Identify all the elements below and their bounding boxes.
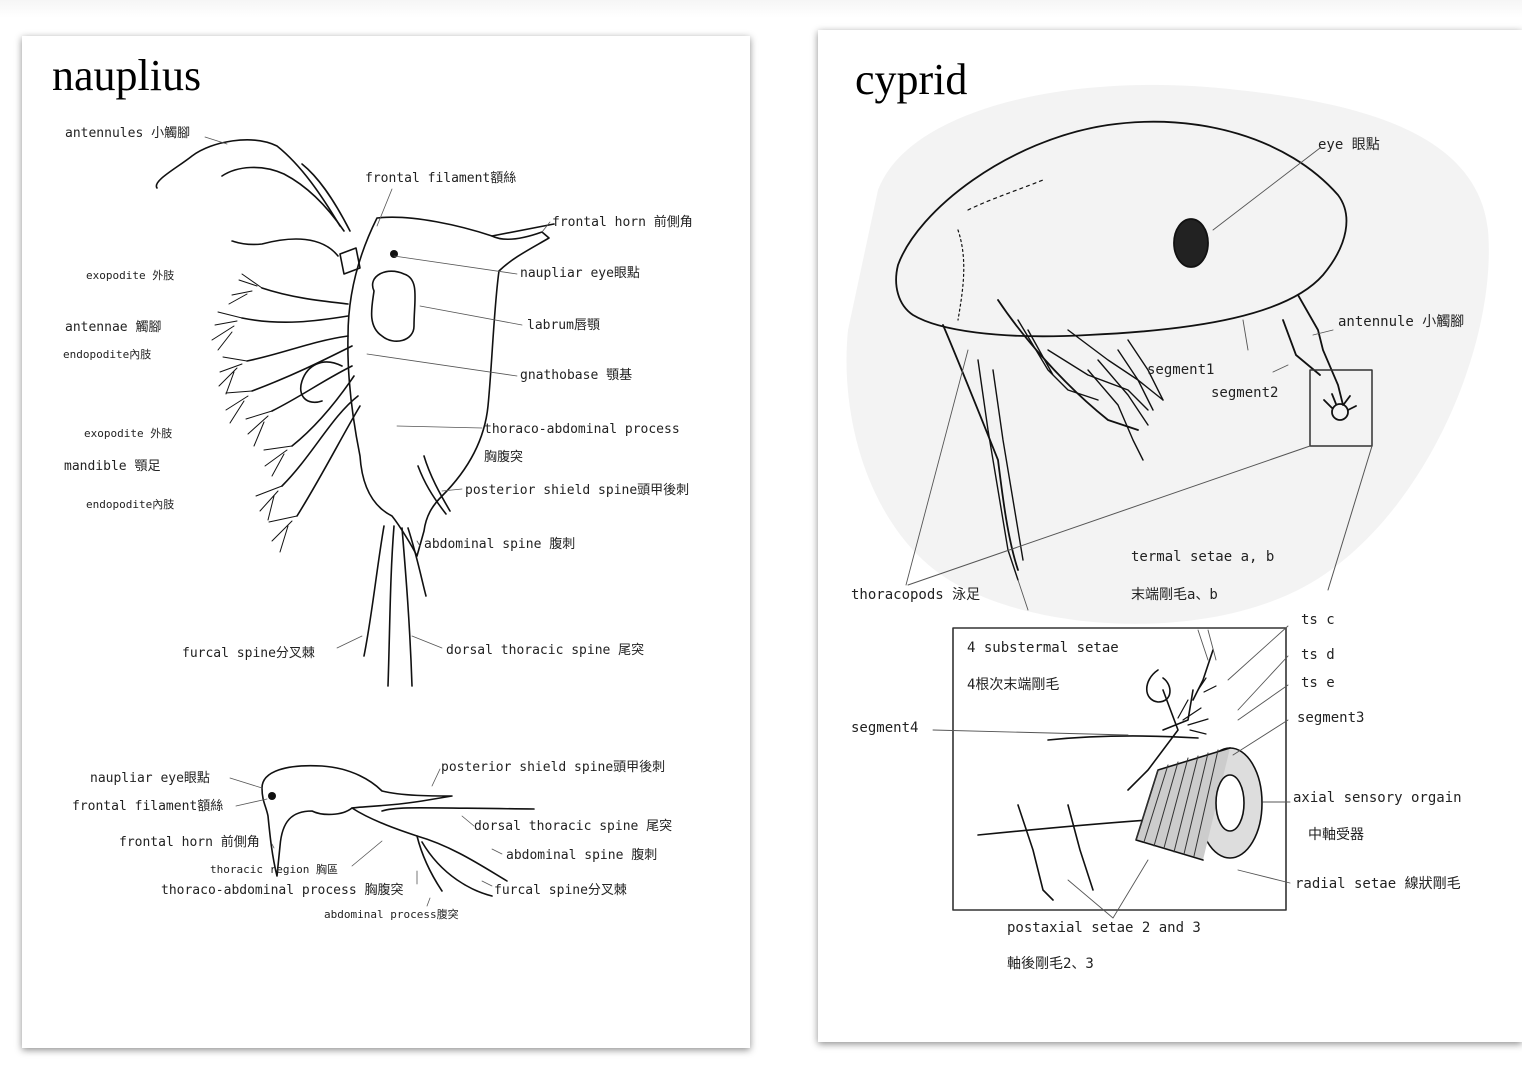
label-segment3: segment3	[1297, 710, 1364, 727]
label-radial: radial setae 線狀剛毛	[1295, 876, 1461, 893]
side-label-abdominal-spine: abdominal spine 腹刺	[506, 848, 657, 864]
label-segment1: segment1	[1147, 362, 1214, 379]
side-label-abdominal-process: abdominal process腹突	[324, 908, 459, 921]
label-endopodite-1: endopodite內肢	[63, 348, 151, 361]
label-dorsal-thoracic: dorsal thoracic spine 尾突	[446, 643, 644, 659]
label-frontal-horn: frontal horn 前側角	[552, 215, 693, 231]
label-thoraco-abdominal: thoraco-abdominal process	[484, 422, 680, 438]
side-label-naupliar-eye: naupliar eye眼點	[90, 771, 210, 787]
label-ts-d: ts d	[1301, 647, 1335, 664]
top-strip	[0, 0, 1522, 18]
label-exopodite-2: exopodite 外肢	[84, 427, 172, 440]
label-abdominal-spine: abdominal spine 腹刺	[424, 537, 575, 553]
side-label-posterior-shield: posterior shield spine頭甲後刺	[441, 760, 665, 776]
label-thoraco-abdominal-cn: 胸腹突	[484, 450, 523, 466]
side-label-frontal-horn: frontal horn 前側角	[119, 835, 260, 851]
cypris-title: cyprid	[855, 58, 967, 102]
label-termal-setae: termal setae a, b	[1131, 549, 1274, 566]
label-segment2: segment2	[1211, 385, 1278, 402]
label-axial: axial sensory orgain	[1293, 790, 1462, 807]
cypris-eye	[1174, 219, 1208, 267]
label-thoracopods: thoracopods 泳足	[851, 587, 980, 604]
label-antennule: antennule 小觸腳	[1338, 314, 1464, 331]
cypris-panel: cyprid eye 眼點 antennule 小觸腳 segment1 seg…	[818, 30, 1522, 1042]
side-label-thoraco-abdominal: thoraco-abdominal process 胸腹突	[161, 883, 404, 899]
label-furcal-spine: furcal spine分叉棘	[182, 646, 315, 662]
nauplius-panel: nauplius antennules 小觸腳 frontal filament…	[22, 36, 750, 1048]
label-segment4: segment4	[851, 720, 918, 737]
nauplius-furcal-spine	[364, 526, 384, 656]
nauplius-labrum	[372, 271, 416, 341]
label-ts-e: ts e	[1301, 675, 1335, 692]
nauplius-dorsal-spine	[402, 528, 412, 686]
nauplius-side-body	[262, 766, 452, 876]
label-axial-cn: 中軸受器	[1308, 827, 1364, 844]
label-eye: eye 眼點	[1318, 137, 1380, 154]
side-label-thoracic-region: thoracic region 胸區	[210, 863, 338, 876]
label-postaxial: postaxial setae 2 and 3	[1007, 920, 1201, 937]
label-termal-setae-cn: 末端剛毛a、b	[1131, 587, 1218, 604]
label-antennae: antennae 觸腳	[65, 320, 161, 336]
side-label-furcal-spine: furcal spine分叉棘	[494, 883, 627, 899]
label-endopodite-2: endopodite內肢	[86, 498, 174, 511]
nauplius-antennae	[242, 288, 348, 322]
label-mandible: mandible 顎足	[64, 459, 160, 475]
label-postaxial-cn: 軸後剛毛2、3	[1007, 956, 1094, 973]
label-ts-c: ts c	[1301, 612, 1335, 629]
label-gnathobase: gnathobase 顎基	[520, 368, 632, 384]
label-exopodite-1: exopodite 外肢	[86, 269, 174, 282]
nauplius-title: nauplius	[52, 54, 201, 98]
label-antennules: antennules 小觸腳	[65, 126, 190, 142]
label-posterior-shield: posterior shield spine頭甲後刺	[465, 483, 689, 499]
nauplius-antennules	[156, 140, 340, 226]
label-labrum: labrum唇顎	[527, 318, 600, 334]
side-label-dorsal-thoracic: dorsal thoracic spine 尾突	[474, 819, 672, 835]
side-label-frontal-filament: frontal filament額絲	[72, 799, 223, 815]
label-substermal-cn: 4根次末端剛毛	[967, 677, 1059, 694]
label-frontal-filament: frontal filament額絲	[365, 171, 516, 187]
label-substermal: 4 substermal setae	[967, 640, 1119, 657]
nauplius-body	[348, 217, 549, 556]
label-naupliar-eye: naupliar eye眼點	[520, 266, 640, 282]
